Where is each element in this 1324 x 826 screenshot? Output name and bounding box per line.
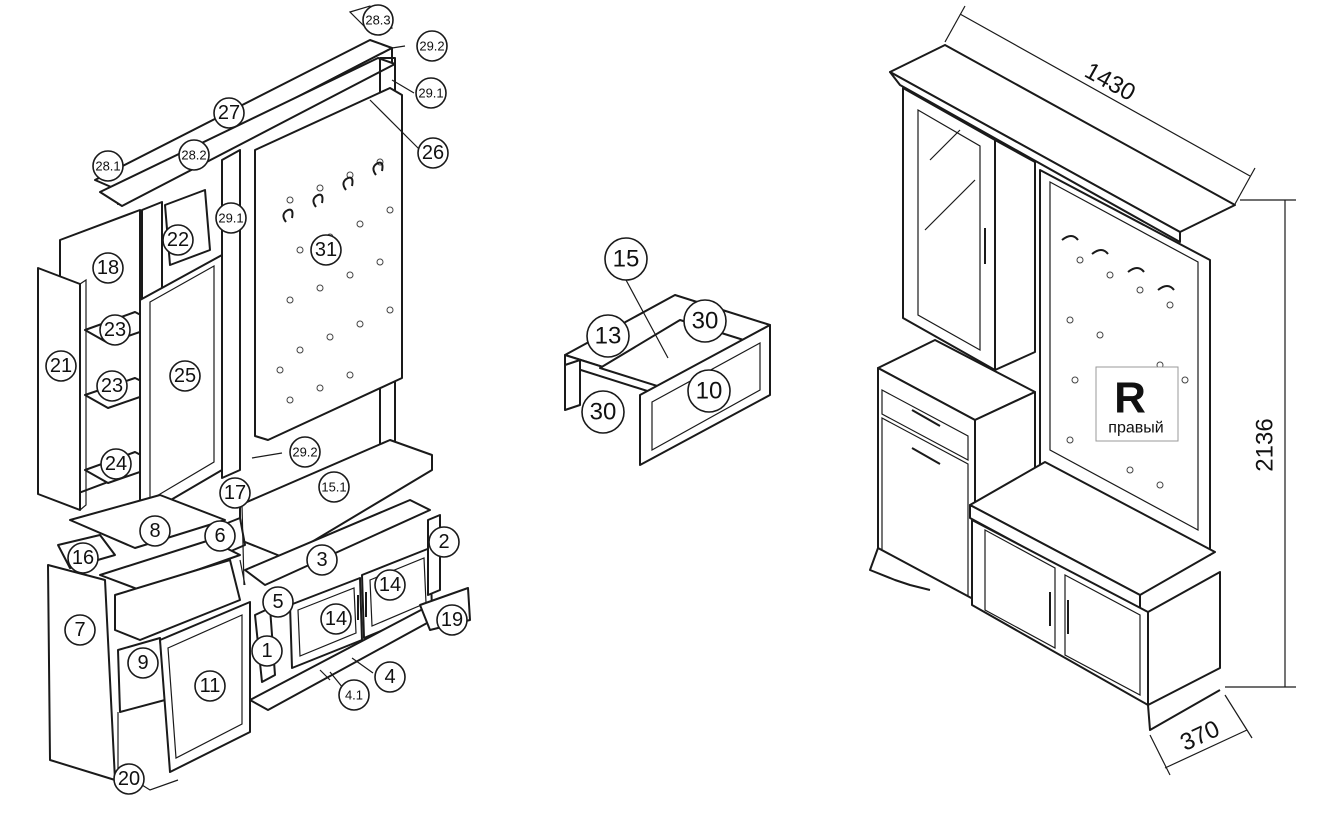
svg-text:23: 23 [101,375,123,397]
bench-parts [47,439,471,791]
svg-text:9: 9 [137,652,148,674]
callout-30-bottom: 30 [581,390,625,434]
leader-lines [241,45,421,689]
dimension-depth: 370 [1149,694,1253,776]
callout-19: 19 [436,604,468,636]
callout-4-1: 4.1 [338,679,370,711]
callout-30-top: 30 [683,299,727,343]
callout-26: 26 [417,137,449,169]
callout-16: 16 [67,542,99,574]
dimension-height: 2136 [1225,199,1296,688]
callouts: 28.3 29.2 29.1 27 28.2 28.1 26 29.1 22 3… [45,4,468,795]
callout-23-lower: 23 [96,370,128,402]
svg-text:10: 10 [696,378,723,405]
svg-text:30: 30 [692,308,719,335]
callout-15: 15 [604,237,648,281]
svg-text:28.2: 28.2 [181,148,206,163]
callout-13: 13 [586,314,630,358]
svg-text:29.1: 29.1 [218,211,243,226]
callout-25: 25 [169,360,201,392]
callout-20: 20 [113,763,145,795]
callout-11: 11 [194,670,226,702]
svg-text:2: 2 [438,531,449,553]
svg-text:26: 26 [422,142,444,164]
callout-5: 5 [262,586,294,618]
callout-17: 17 [219,477,251,509]
svg-text:8: 8 [149,520,160,542]
svg-text:1: 1 [261,640,272,662]
svg-text:30: 30 [590,399,617,426]
variant-letter: R [1114,374,1146,423]
callout-29-1-top: 29.1 [415,77,447,109]
svg-text:15.1: 15.1 [321,480,346,495]
svg-text:7: 7 [74,619,85,641]
callout-7: 7 [64,614,96,646]
callout-9: 9 [127,647,159,679]
svg-text:29.1: 29.1 [418,86,443,101]
callout-6: 6 [204,520,236,552]
svg-text:27: 27 [218,102,240,124]
callout-8: 8 [139,515,171,547]
svg-text:5: 5 [272,591,283,613]
svg-text:2136: 2136 [1252,418,1279,471]
svg-text:16: 16 [72,547,94,569]
callout-27: 27 [213,97,245,129]
callout-10: 10 [687,369,731,413]
callout-21: 21 [45,350,77,382]
svg-text:17: 17 [224,482,246,504]
assembled-view: R правый 1430 2136 [869,5,1296,776]
callout-14-left: 14 [320,603,352,635]
callout-2: 2 [428,526,460,558]
svg-text:13: 13 [595,323,622,350]
svg-text:370: 370 [1176,715,1224,756]
callout-24: 24 [100,448,132,480]
svg-text:28.1: 28.1 [95,159,120,174]
variant-label-box [1095,366,1179,442]
side-cabinet-parts [37,149,241,519]
callout-18: 18 [92,252,124,284]
svg-text:31: 31 [315,239,337,261]
callout-3: 3 [306,544,338,576]
svg-text:28.3: 28.3 [365,13,390,28]
callout-28-1: 28.1 [92,150,124,182]
svg-text:4: 4 [384,666,395,688]
variant-word: правый [1108,420,1163,437]
svg-text:21: 21 [50,355,72,377]
svg-text:22: 22 [167,229,189,251]
svg-text:14: 14 [379,574,401,596]
svg-text:1430: 1430 [1080,57,1140,106]
svg-text:14: 14 [325,608,347,630]
svg-text:29.2: 29.2 [419,39,444,54]
svg-text:4.1: 4.1 [345,688,363,703]
svg-text:18: 18 [97,257,119,279]
callout-31: 31 [310,234,342,266]
svg-text:15: 15 [613,246,640,273]
callout-23-upper: 23 [99,314,131,346]
callout-22: 22 [162,224,194,256]
callout-29-1-mid: 29.1 [215,202,247,234]
callout-14-right: 14 [374,569,406,601]
svg-text:23: 23 [104,319,126,341]
callout-29-2-top: 29.2 [416,30,448,62]
drawer-view: 15 13 30 30 10 [564,237,771,466]
callout-28-2: 28.2 [178,139,210,171]
svg-text:11: 11 [200,675,221,697]
svg-text:20: 20 [118,768,140,790]
callout-4: 4 [374,661,406,693]
svg-text:29.2: 29.2 [292,445,317,460]
svg-text:6: 6 [214,525,225,547]
svg-text:24: 24 [105,453,127,475]
callout-28-3: 28.3 [362,4,394,36]
svg-text:25: 25 [174,365,196,387]
svg-text:3: 3 [316,549,327,571]
callout-1: 1 [251,635,283,667]
svg-text:19: 19 [441,609,463,631]
callout-15-1: 15.1 [318,471,350,503]
callout-29-2-mid: 29.2 [289,436,321,468]
exploded-view: 28.3 29.2 29.1 27 28.2 28.1 26 29.1 22 3… [37,4,471,795]
